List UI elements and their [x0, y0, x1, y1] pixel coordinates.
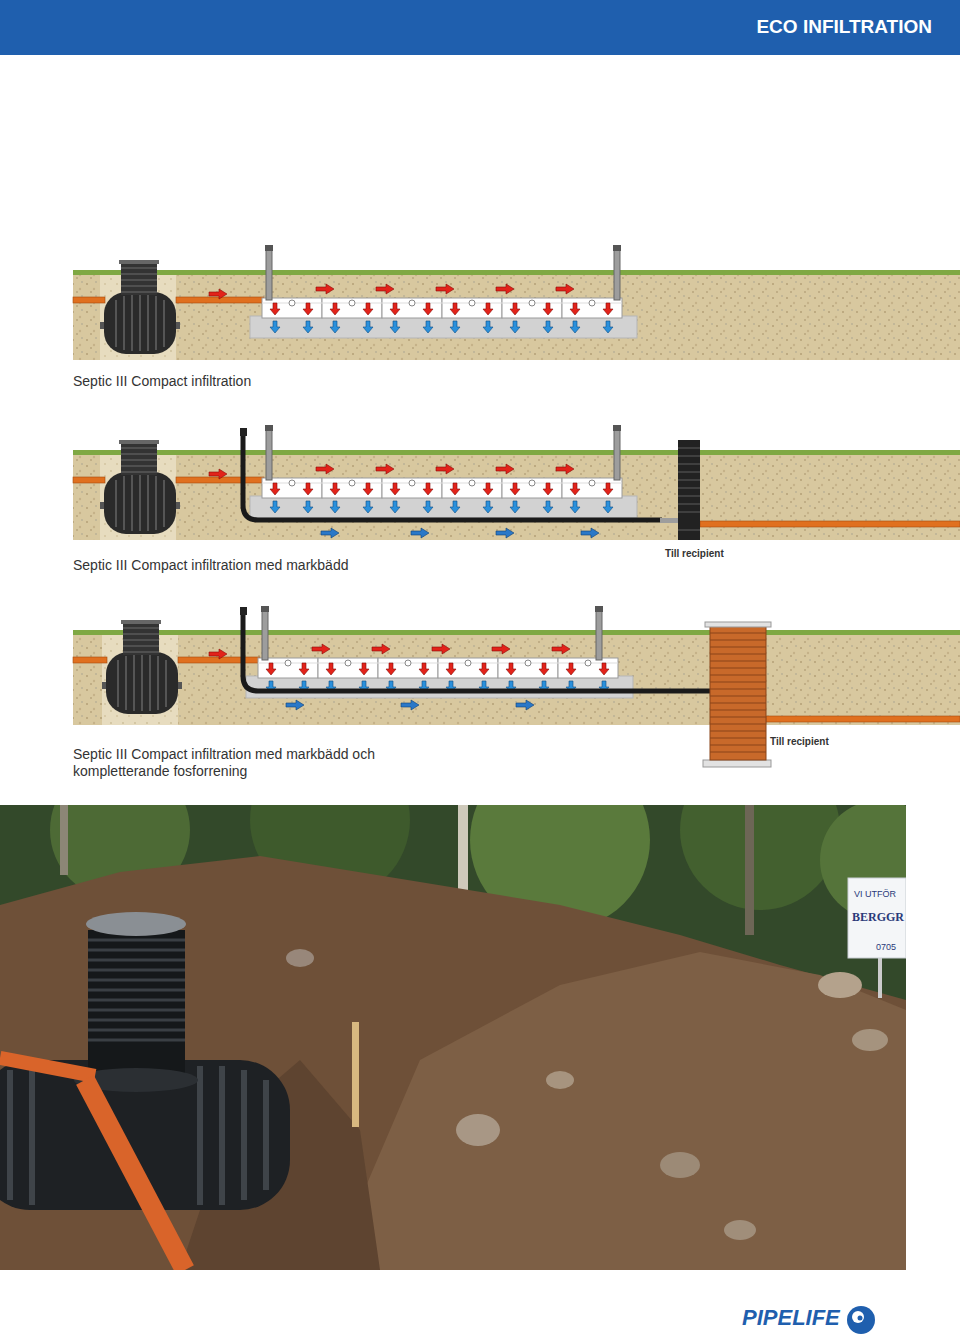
soil-mound — [330, 952, 906, 1270]
flow-arrow — [321, 528, 339, 538]
cross-section-2 — [73, 425, 960, 540]
tree-trunk — [60, 805, 68, 875]
flow-arrow — [401, 700, 419, 710]
logo-mark — [847, 1306, 875, 1334]
orange-pipe — [0, 1058, 95, 1076]
vent-cap — [240, 607, 247, 615]
filter-stripes — [710, 633, 766, 752]
section-panel: Septic III Compact infiltration — [73, 262, 960, 390]
vent-cap — [265, 245, 273, 251]
grass — [73, 270, 960, 275]
rock — [724, 1220, 756, 1240]
rock — [456, 1114, 500, 1146]
septic-tank — [100, 260, 180, 354]
header-bar — [0, 0, 960, 55]
foliage — [680, 805, 840, 910]
grass — [73, 630, 960, 635]
rock — [546, 1071, 574, 1089]
brand-logo: PIPELIFE — [742, 1305, 840, 1330]
logo-circle — [847, 1306, 875, 1334]
vent-cap — [613, 245, 621, 251]
vent-cap — [261, 606, 269, 612]
cross-section-1 — [73, 245, 960, 360]
outlet-pipe — [700, 521, 960, 527]
filter-lid — [705, 622, 771, 627]
flow-arrow — [209, 469, 227, 479]
panel-caption: Septic III Compact infiltration — [73, 373, 251, 390]
site-photo — [0, 805, 906, 1270]
flow-arrow — [516, 700, 534, 710]
flow-arrow — [209, 289, 227, 299]
septic-tank — [100, 440, 180, 534]
sign-text: BERGGR — [852, 911, 904, 925]
septic-tank — [102, 620, 182, 714]
vent-pipe — [596, 607, 602, 660]
sign-post — [878, 958, 882, 998]
inlet-pipe — [73, 477, 105, 483]
flow-arrow — [209, 649, 227, 659]
flow-arrow — [286, 700, 304, 710]
section-panel: Septic III Compact infiltration med mark… — [73, 428, 960, 574]
drain-pipe — [243, 612, 712, 691]
vent-cap — [595, 606, 603, 612]
flow-arrow — [411, 528, 429, 538]
panel-caption: Septic III Compact infiltration med mark… — [73, 557, 348, 574]
page-title: ECO INFILTRATION — [756, 16, 932, 38]
riser-lid — [86, 912, 186, 936]
vent-pipe — [266, 426, 272, 480]
vent-cap — [613, 425, 621, 431]
phosphorus-filter — [710, 625, 766, 760]
infiltration-units — [250, 284, 637, 338]
vent-pipe — [614, 426, 620, 480]
wooden-stake — [352, 1022, 359, 1127]
ground — [73, 272, 960, 360]
drain-stub — [660, 518, 680, 523]
sign-board — [848, 878, 906, 958]
vent-pipe — [266, 246, 272, 300]
cross-section-3 — [73, 606, 960, 767]
inlet-pipe — [73, 657, 107, 663]
outlet-label: Till recipient — [770, 736, 829, 748]
logo-dot — [858, 1316, 863, 1321]
filter-base — [703, 760, 771, 767]
rock — [852, 1029, 888, 1051]
sampling-well — [678, 440, 700, 540]
outlet-pipe — [766, 716, 960, 722]
well-ribs — [678, 448, 700, 530]
section-panel: Septic III Compact infiltration med mark… — [73, 606, 960, 780]
sign-text: 0705 — [876, 942, 896, 952]
riser-ribs — [88, 940, 185, 1040]
outlet-label: Till recipient — [665, 548, 724, 560]
rock — [660, 1152, 700, 1178]
vent-cap — [265, 425, 273, 431]
ground — [73, 452, 960, 540]
vent-cap — [240, 428, 247, 436]
rock — [286, 949, 314, 967]
flow-arrow — [581, 528, 599, 538]
panel-caption: Septic III Compact infiltration med mark… — [73, 746, 418, 780]
sign-text: VI UTFÖR — [854, 889, 896, 899]
tank-riser — [88, 930, 185, 1080]
inlet-pipe — [73, 297, 105, 303]
tree-trunk — [745, 805, 754, 935]
logo-dot — [852, 1311, 864, 1323]
vent-pipe — [262, 607, 268, 660]
rock — [818, 972, 862, 998]
flow-arrow — [496, 528, 514, 538]
orange-pipe — [85, 1080, 185, 1270]
infiltration-units — [250, 464, 637, 518]
ground — [73, 632, 960, 725]
drain-pipe — [243, 432, 662, 520]
vent-pipe — [614, 246, 620, 300]
grass — [73, 450, 960, 455]
